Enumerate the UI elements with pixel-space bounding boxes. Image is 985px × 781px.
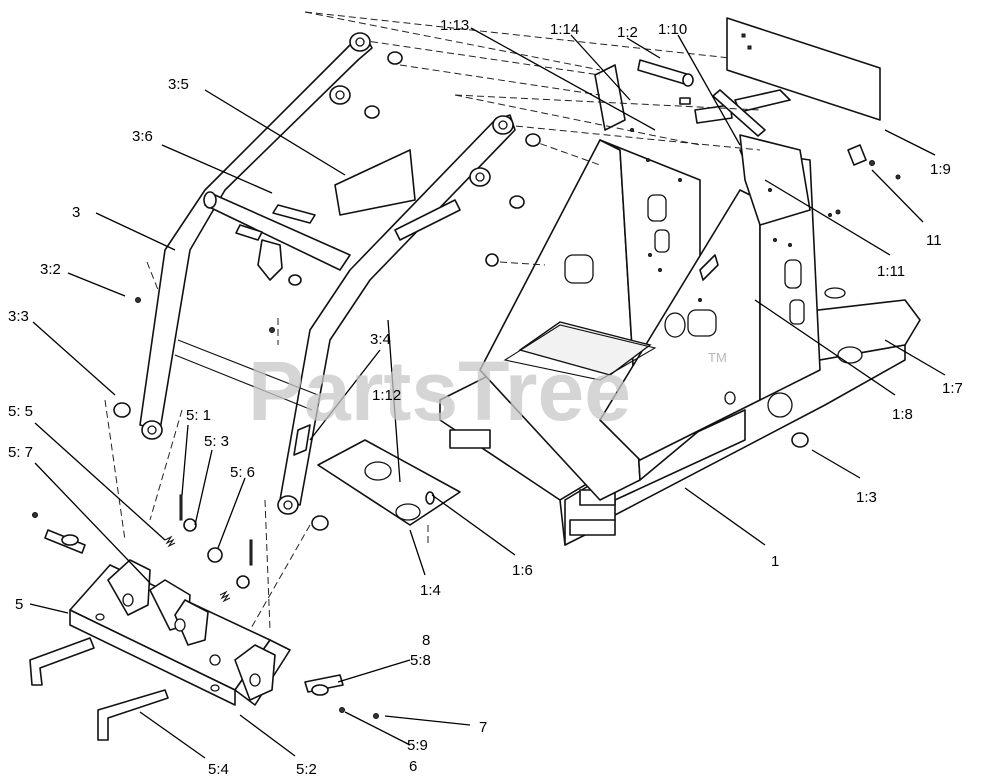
callout-1-8: 1:8 <box>892 406 913 423</box>
callout-5-5: 5: 5 <box>8 403 33 420</box>
callout-1-10: 1:10 <box>658 21 687 38</box>
cover-plate <box>317 439 461 526</box>
callout-3: 3 <box>72 204 80 221</box>
callout-1-14: 1:14 <box>550 21 579 38</box>
callout-5-8: 5:8 <box>410 652 431 669</box>
callout-1-7: 1:7 <box>942 380 963 397</box>
callout-1-2: 1:2 <box>617 24 638 41</box>
callout-5: 5 <box>15 596 23 613</box>
frame-rivets <box>630 128 832 302</box>
handles-5-4 <box>29 637 169 741</box>
callout-5-9: 5:9 <box>407 737 428 754</box>
decal-1-9 <box>726 17 881 121</box>
callout-3-6: 3:6 <box>132 128 153 145</box>
callout-6: 6 <box>409 758 417 775</box>
arm-bushings <box>113 51 541 531</box>
callout-1: 1 <box>771 553 779 570</box>
callout-3-5: 3:5 <box>168 76 189 93</box>
callout-11: 11 <box>926 232 942 249</box>
callout-5-3: 5: 3 <box>204 433 229 450</box>
callout-3-4: 3:4 <box>370 331 391 348</box>
callout-3-3: 3:3 <box>8 308 29 325</box>
main-frame <box>439 64 921 546</box>
quick-attach <box>32 494 379 719</box>
loader-arm <box>139 32 516 515</box>
callout-5-6: 5: 6 <box>230 464 255 481</box>
callout-1-13: 1:13 <box>440 17 469 34</box>
callout-1-3: 1:3 <box>856 489 877 506</box>
callout-5-4: 5:4 <box>208 761 229 778</box>
callout-5-7: 5: 7 <box>8 444 33 461</box>
watermark-trademark: TM <box>708 350 727 365</box>
alignment-lines <box>104 11 761 631</box>
watermark-text: PartsTree <box>248 344 631 438</box>
callout-7: 7 <box>479 719 487 736</box>
callout-1-9: 1:9 <box>930 161 951 178</box>
callout-3-2: 3:2 <box>40 261 61 278</box>
callout-1-11: 1:11 <box>877 263 905 280</box>
callout-8: 8 <box>422 632 430 649</box>
handle-1-2 <box>637 59 694 87</box>
callout-1-4: 1:4 <box>420 582 441 599</box>
bolt-11 <box>847 144 901 180</box>
callout-5-2: 5:2 <box>296 761 317 778</box>
callout-1-6: 1:6 <box>512 562 533 579</box>
callout-1-12: 1:12 <box>372 387 401 404</box>
callout-labels: 1:13 1:14 1:2 1:10 3:5 3:6 3 3:2 3:3 1:9… <box>8 17 963 778</box>
sleeve-1-3 <box>791 432 809 448</box>
handle-1-10 <box>712 89 766 137</box>
leader-lines <box>29 27 946 759</box>
callout-5-1: 5: 1 <box>186 407 211 424</box>
